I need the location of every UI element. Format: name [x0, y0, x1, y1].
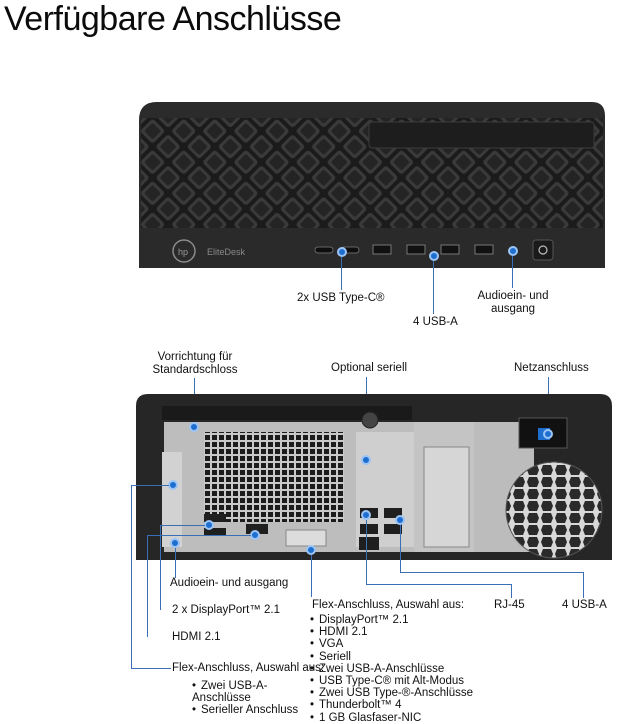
flex-mid-option: USB Type-C® mit Alt-Modus [310, 675, 473, 687]
front-usb-a-dot [429, 251, 439, 261]
front-usb-c-dot [337, 247, 347, 257]
front-usb-a-line [433, 261, 434, 314]
front-usb-c-label: 2x USB Type-C® [297, 292, 385, 304]
back-hdmi-label: HDMI 2.1 [172, 631, 221, 643]
flexl-line-bottom [131, 668, 171, 669]
back-lock-label: Vorrichtung für Standardschloss [152, 351, 238, 376]
usba-line-h [400, 572, 583, 573]
back-flex-mid-label: Flex-Anschluss, Auswahl aus: [312, 599, 465, 611]
pc-front-image: hp EliteDesk [137, 100, 607, 270]
dp-line-h [160, 525, 205, 526]
flex-left-option: Serieller Anschluss [192, 704, 302, 716]
svg-text:hp: hp [178, 247, 188, 257]
flexl-line-h [131, 485, 169, 486]
back-flex-left-dot [168, 480, 178, 490]
flex-mid-option: DisplayPort™ 2.1 [310, 614, 473, 626]
rj45-line-h [366, 584, 511, 585]
dp-line-v [160, 525, 161, 610]
back-lock-dot [189, 422, 199, 432]
back-audio-dot [170, 538, 180, 548]
front-usb-c-line [341, 257, 342, 290]
usba-line-v [400, 525, 401, 572]
back-displayport-label: 2 x DisplayPort™ 2.1 [172, 604, 281, 616]
audio-line [175, 548, 176, 578]
flex-mid-option: Seriell [310, 651, 473, 663]
front-usb-a-label: 4 USB-A [413, 316, 458, 328]
flex-mid-option: Zwei USB-A-Anschlüsse [310, 663, 473, 675]
hdmi-line-v [147, 535, 148, 637]
usba-line-v2 [583, 572, 584, 598]
back-power-label: Netzanschluss [514, 362, 589, 374]
flex-mid-option: VGA [310, 638, 473, 650]
flex-mid-options: DisplayPort™ 2.1 HDMI 2.1 VGA Seriell Zw… [310, 614, 473, 724]
back-audio-label: Audioein- und ausgang [170, 577, 289, 589]
flex-left-option: Zwei USB-A-Anschlüsse [192, 680, 292, 704]
back-hdmi-dot [250, 530, 260, 540]
page-title: Verfügbare Anschlüsse [4, 0, 342, 38]
rj45-line-v [366, 520, 367, 584]
flex-left-options: Zwei USB-A-Anschlüsse Serieller Anschlus… [192, 680, 302, 717]
back-rj45-dot [361, 510, 371, 520]
front-audio-line [512, 256, 513, 288]
flex-mid-option: Thunderbolt™ 4 [310, 699, 473, 711]
back-serial-dot [361, 455, 371, 465]
back-flex-mid-dot [306, 545, 316, 555]
back-displayport-dot [204, 520, 214, 530]
hdmi-line-h [147, 535, 251, 536]
back-power-dot [543, 429, 553, 439]
front-audio-dot [508, 246, 518, 256]
back-usb-a-label: 4 USB-A [562, 599, 607, 611]
back-rj45-label: RJ-45 [494, 599, 525, 611]
flexl-line-v [131, 485, 132, 668]
back-serial-label: Optional seriell [331, 362, 408, 374]
flexm-line [311, 555, 312, 597]
flex-mid-option: HDMI 2.1 [310, 626, 473, 638]
rj45-line-v2 [511, 584, 512, 598]
svg-text:EliteDesk: EliteDesk [207, 247, 246, 257]
back-usb-a-dot [395, 515, 405, 525]
flex-mid-option: Zwei USB Type-®-Anschlüsse [310, 687, 473, 699]
back-flex-left-label: Flex-Anschluss, Auswahl aus: [172, 662, 325, 674]
pc-back-image [134, 392, 614, 562]
front-audio-label: Audioein- und ausgang [477, 290, 549, 315]
flex-mid-option: 1 GB Glasfaser-NIC [310, 712, 473, 724]
